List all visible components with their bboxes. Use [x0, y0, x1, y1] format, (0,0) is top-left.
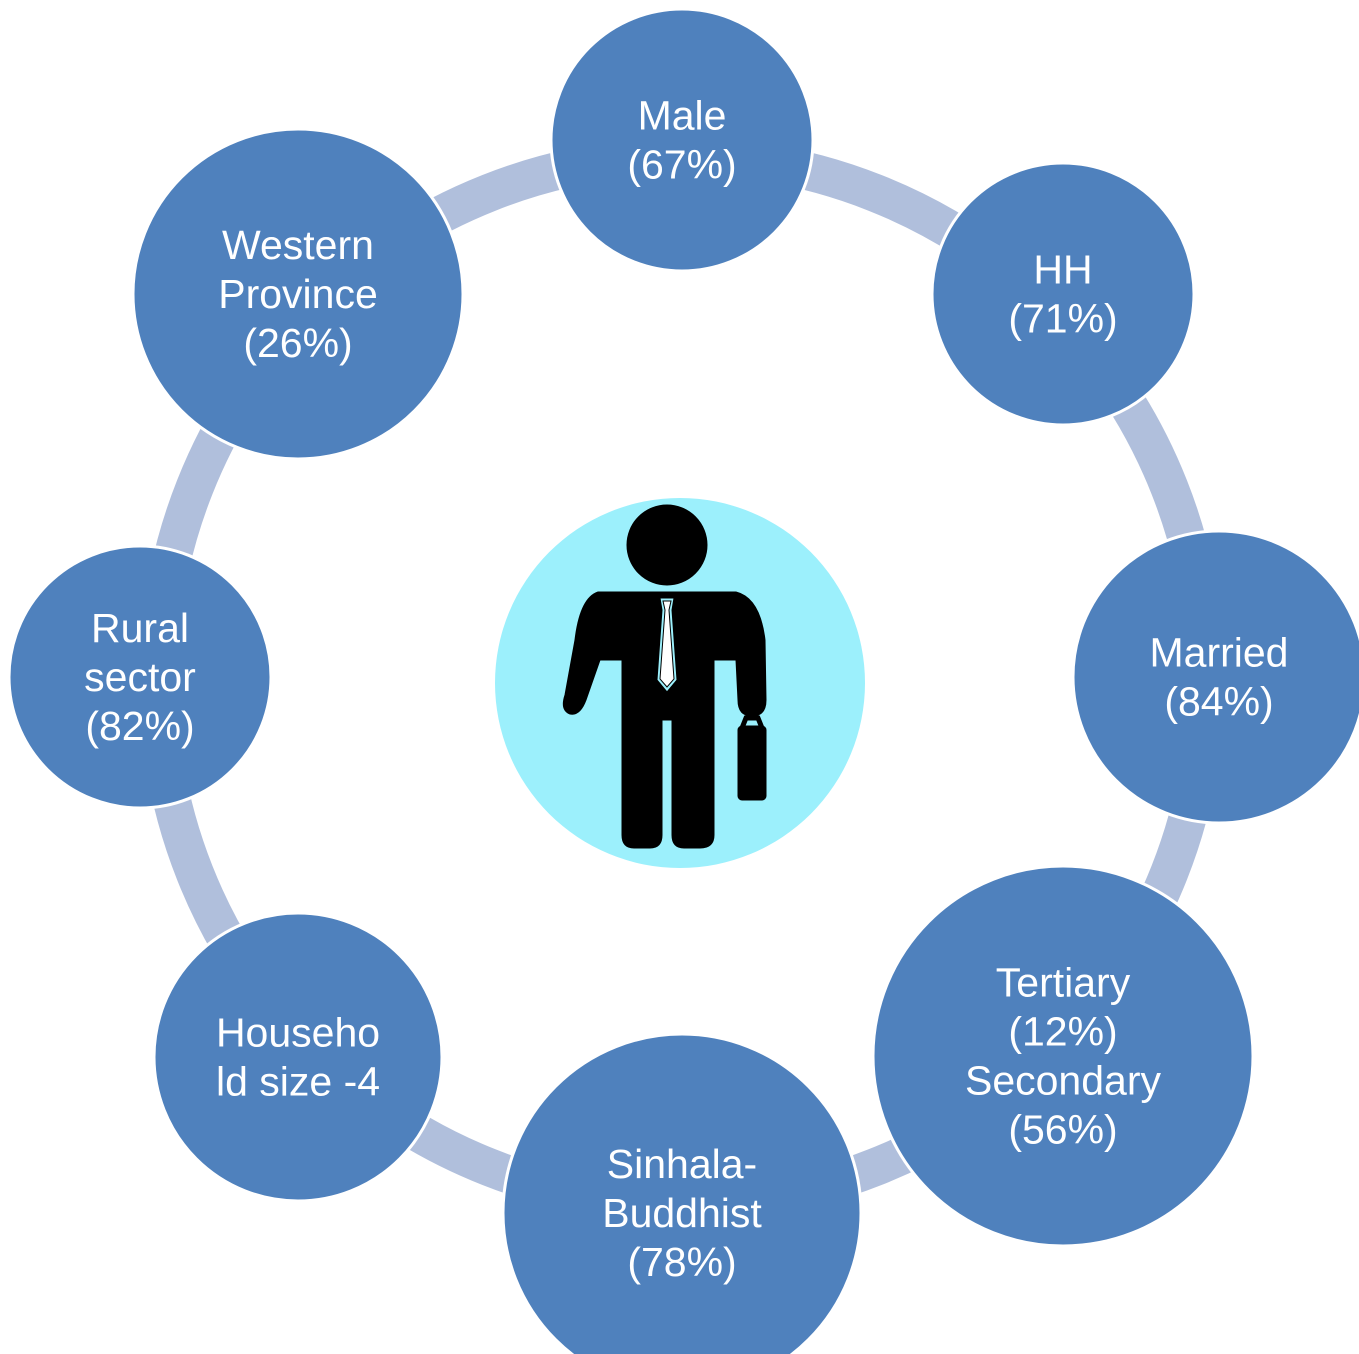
businessman-with-briefcase-icon	[562, 504, 767, 849]
node-label-line: Province	[218, 271, 378, 317]
node-male: Male(67%)	[549, 7, 815, 273]
node-label-line: Male	[638, 93, 727, 139]
node-circle	[131, 127, 465, 461]
node-label-line: Sinhala-	[607, 1141, 757, 1187]
node-circle	[871, 864, 1255, 1248]
node-label-line: Secondary	[965, 1058, 1162, 1104]
node-label-line: HH	[1033, 247, 1092, 293]
node-circle	[152, 911, 444, 1203]
node-circle	[930, 161, 1196, 427]
node-hh: HH(71%)	[930, 161, 1196, 427]
node-circle	[549, 7, 815, 273]
node-label-line: sector	[84, 654, 196, 700]
node-label-line: (26%)	[243, 320, 352, 366]
node-label-line: Rural	[91, 605, 189, 651]
node-label-line: (71%)	[1008, 296, 1117, 342]
node-label-line: Western	[222, 222, 374, 268]
node-label-line: (84%)	[1164, 679, 1273, 725]
node-label-line: (12%)	[1008, 1009, 1117, 1055]
node-label-line: Buddhist	[602, 1190, 762, 1236]
node-label-line: (67%)	[627, 142, 736, 188]
node-label-line: Househo	[216, 1010, 380, 1056]
node-label-line: Married	[1150, 630, 1289, 676]
center-icon-group	[495, 498, 865, 868]
node-circle	[501, 1032, 863, 1354]
node-education: Tertiary(12%)Secondary(56%)	[871, 864, 1255, 1248]
node-label-line: (56%)	[1008, 1107, 1117, 1153]
node-married: Married(84%)	[1071, 529, 1359, 825]
nodes-layer: Male(67%) HH(71%) Married(84%) Tertiary(12%…	[7, 7, 1359, 1354]
node-circle	[7, 544, 273, 810]
node-label-line: (78%)	[627, 1239, 736, 1285]
node-label-line: (82%)	[85, 703, 194, 749]
node-religion: Sinhala-Buddhist(78%)	[501, 1032, 863, 1354]
node-label-line: Tertiary	[996, 960, 1131, 1006]
node-circle	[1071, 529, 1359, 825]
node-label-line: ld size -4	[216, 1059, 380, 1105]
